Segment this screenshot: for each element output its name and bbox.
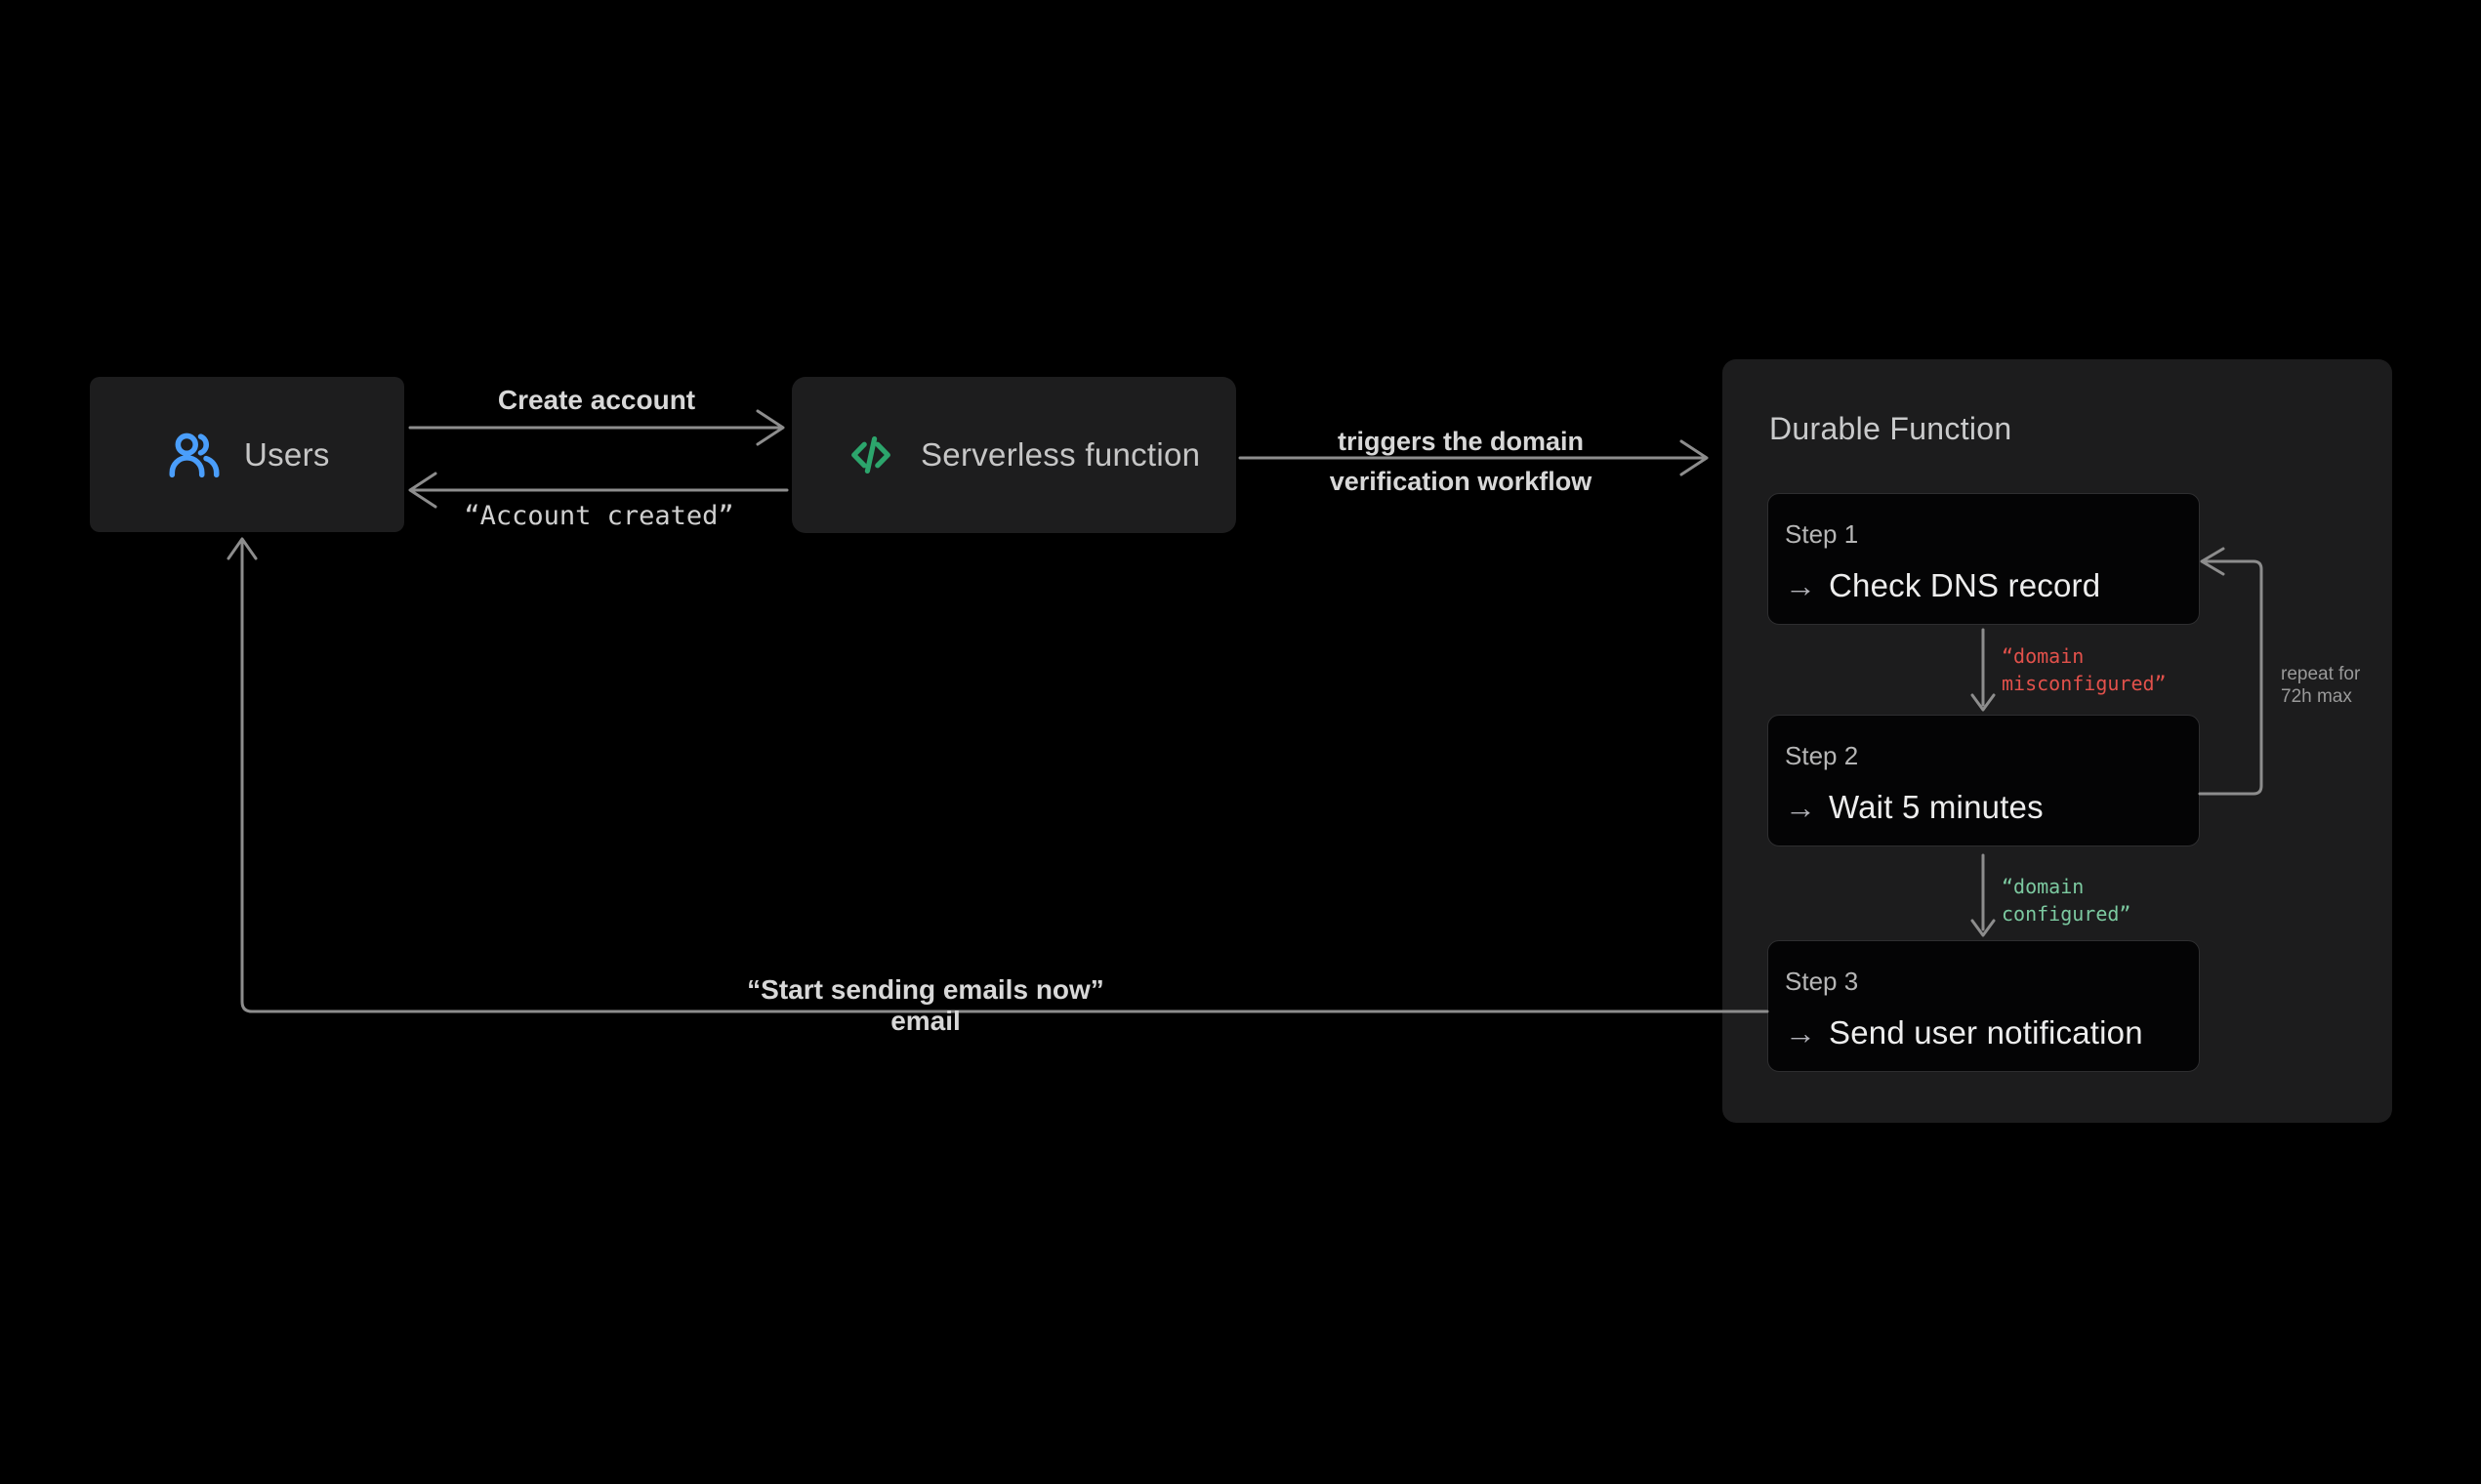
durable-function-title: Durable Function — [1769, 411, 2012, 446]
serverless-function-node: Serverless function — [792, 377, 1236, 533]
email-to-users-arrow — [227, 537, 1769, 1013]
create-account-arrow — [408, 409, 785, 446]
domain-misconfigured-line2: misconfigured” — [2002, 672, 2167, 695]
start-sending-emails-label: “Start sending emails now” email — [747, 974, 1104, 1036]
step-1-name: Step 1 — [1785, 519, 1859, 549]
code-icon — [851, 435, 890, 474]
triggers-workflow-label-line2: verification workflow — [1329, 467, 1592, 496]
account-created-label: “Account created” — [464, 501, 734, 531]
serverless-function-label: Serverless function — [921, 436, 1201, 473]
repeat-loop-label-line1: repeat for — [2281, 664, 2361, 684]
step-1-card: Step 1 → Check DNS record — [1767, 493, 2200, 625]
create-account-label: Create account — [497, 385, 696, 415]
arrow-right-icon: → — [1785, 790, 1816, 825]
triggers-workflow-label-line1: triggers the domain — [1337, 427, 1585, 456]
step-2-row: → Wait 5 minutes — [1785, 788, 2044, 827]
step-1-action: Check DNS record — [1829, 567, 2101, 603]
users-label: Users — [244, 435, 330, 473]
users-node: Users — [90, 377, 404, 532]
step-2-name: Step 2 — [1785, 741, 1859, 770]
repeat-loop-label-line2: 72h max — [2281, 686, 2352, 707]
domain-configured-line2: configured” — [2002, 902, 2131, 926]
domain-misconfigured-line1: “domain — [2002, 644, 2085, 668]
step-3-card: Step 3 → Send user notification — [1767, 940, 2200, 1072]
step-1-row: → Check DNS record — [1785, 566, 2100, 605]
durable-function-panel: Durable Function Step 1 → Check DNS reco… — [1722, 359, 2392, 1123]
arrow-right-icon: → — [1785, 568, 1816, 603]
step-3-action: Send user notification — [1829, 1014, 2143, 1051]
step-3-row: → Send user notification — [1785, 1013, 2143, 1052]
step-3-name: Step 3 — [1785, 967, 1859, 996]
domain-configured-line1: “domain — [2002, 875, 2085, 898]
step-2-action: Wait 5 minutes — [1829, 789, 2044, 825]
domain-misconfigured-label: “domain misconfigured” — [2002, 642, 2167, 697]
step-2-card: Step 2 → Wait 5 minutes — [1767, 715, 2200, 846]
users-icon — [169, 433, 220, 477]
repeat-loop-label: repeat for 72h max — [2281, 663, 2360, 708]
arrow-right-icon: → — [1785, 1015, 1816, 1051]
domain-configured-label: “domain configured” — [2002, 873, 2130, 928]
